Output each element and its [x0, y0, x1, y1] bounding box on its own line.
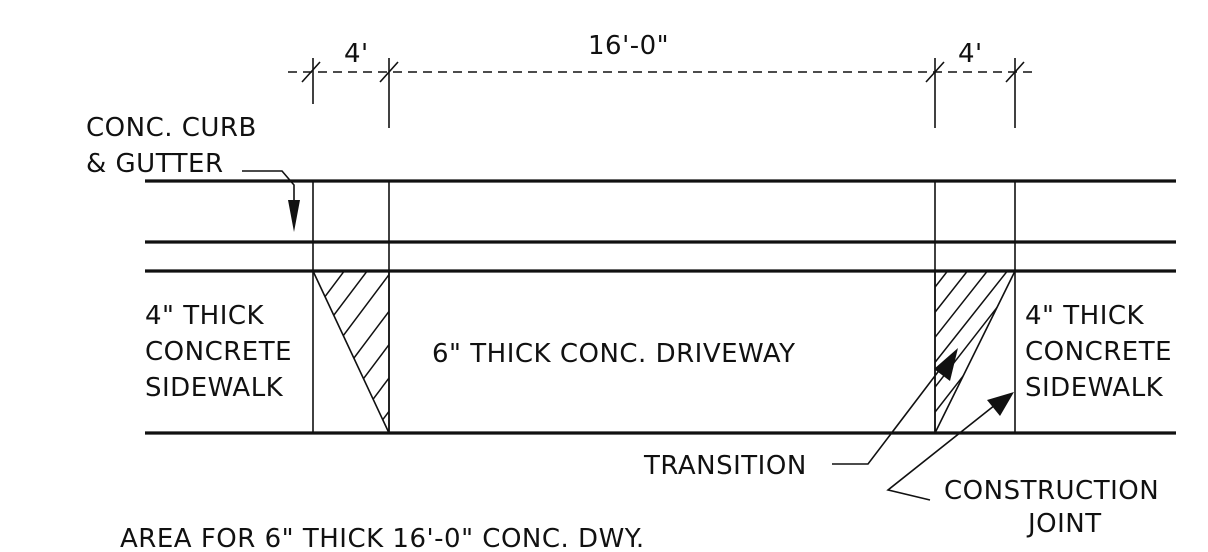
- joint-lines: [312, 181, 1016, 433]
- arrow-down-icon: [288, 200, 300, 232]
- right-sidewalk-label-line1: 4" THICK: [1025, 301, 1145, 331]
- transition-label: TRANSITION: [643, 451, 807, 481]
- left-sidewalk-label-line3: SIDEWALK: [145, 373, 284, 403]
- left-sidewalk-label-line2: CONCRETE: [145, 337, 292, 367]
- dim-right-width: 4': [958, 39, 983, 69]
- transition-leader: [832, 348, 958, 465]
- caption: AREA FOR 6" THICK 16'-0" CONC. DWY.: [120, 524, 645, 552]
- dimension-line: [288, 58, 1032, 128]
- left-sidewalk-label-line1: 4" THICK: [145, 301, 265, 331]
- curb-gutter-leader: [242, 170, 300, 232]
- construction-joint-label-line1: CONSTRUCTION: [944, 476, 1159, 506]
- arrowhead-icon: [934, 348, 958, 381]
- construction-joint-label-line2: JOINT: [1026, 509, 1102, 539]
- right-sidewalk-label-line2: CONCRETE: [1025, 337, 1172, 367]
- curb-gutter-label-line2: & GUTTER: [86, 149, 224, 179]
- arrowhead-icon: [987, 392, 1014, 416]
- dim-left-width: 4': [344, 39, 369, 69]
- right-sidewalk-label-line3: SIDEWALK: [1025, 373, 1164, 403]
- construction-joint-leader: [886, 392, 1014, 501]
- curb-gutter-label-line1: CONC. CURB: [86, 113, 257, 143]
- curb-gutter-lines: [145, 179, 1176, 435]
- dim-center-width: 16'-0": [588, 31, 669, 61]
- driveway-label: 6" THICK CONC. DRIVEWAY: [432, 339, 796, 369]
